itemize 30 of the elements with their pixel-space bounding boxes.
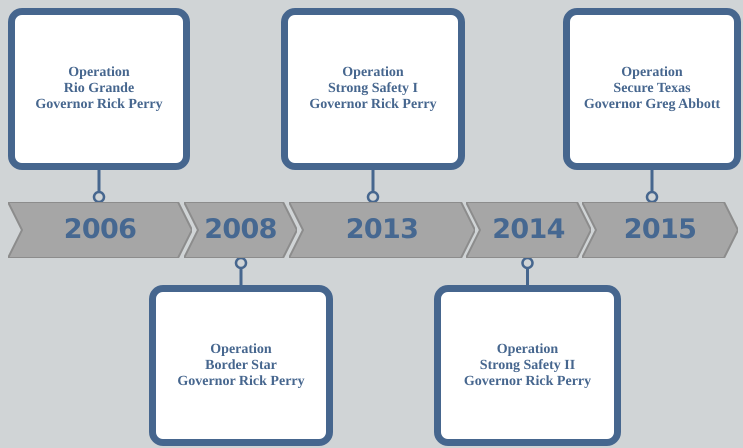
event-card xyxy=(434,285,621,446)
year-label: 2006 xyxy=(64,212,136,247)
connector-line xyxy=(366,170,380,204)
year-label: 2013 xyxy=(346,212,418,247)
operation-name: Operation Secure Texas xyxy=(613,65,691,97)
event-card xyxy=(149,285,333,446)
connector-line xyxy=(92,170,106,204)
event-card xyxy=(563,8,741,170)
timeline-segment xyxy=(8,202,192,258)
governor-name: Governor Rick Perry xyxy=(35,97,163,113)
operation-name: Operation Border Star xyxy=(205,342,277,374)
governor-name: Governor Rick Perry xyxy=(177,374,305,390)
connector-line xyxy=(646,170,658,204)
year-label: 2014 xyxy=(492,212,565,247)
timeline-segment xyxy=(582,202,738,258)
timeline-segment xyxy=(466,202,591,258)
operation-name: Operation Rio Grande xyxy=(64,65,134,97)
governor-name: Governor Greg Abbott xyxy=(584,97,720,113)
year-label: 2015 xyxy=(624,212,696,247)
timeline-segment xyxy=(289,202,475,258)
timeline-segment xyxy=(184,202,297,258)
governor-name: Governor Rick Perry xyxy=(309,97,437,113)
event-card xyxy=(281,8,465,170)
year-label: 2008 xyxy=(204,212,277,247)
governor-name: Governor Rick Perry xyxy=(464,374,592,390)
connector-line xyxy=(521,256,534,285)
connector-line xyxy=(234,256,248,285)
event-card xyxy=(8,8,190,170)
operation-name: Operation Strong Safety I xyxy=(328,65,418,97)
operation-name: Operation Strong Safety II xyxy=(480,342,576,374)
